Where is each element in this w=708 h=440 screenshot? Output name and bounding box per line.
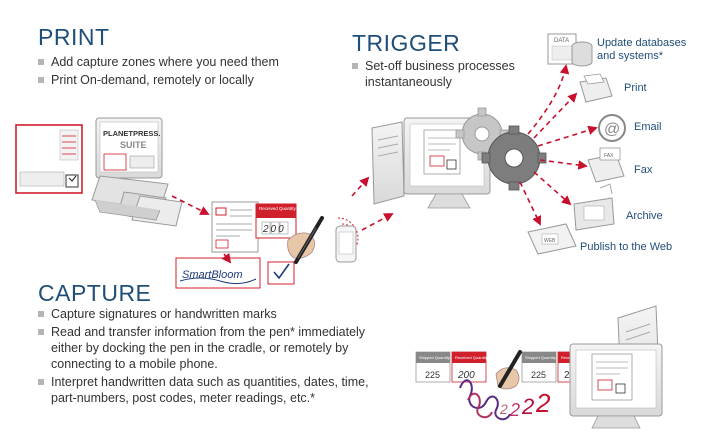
digital-pen-icon bbox=[287, 216, 324, 264]
shipped-quantity-label: Shipped Quantity bbox=[419, 355, 450, 360]
printed-form-icon bbox=[211, 201, 259, 253]
shipped-quantity-label-3: Shipped Quantity bbox=[525, 355, 556, 360]
arrow-to-archive bbox=[533, 171, 572, 206]
received-quantity-box: Received Quantity 200 bbox=[255, 203, 297, 239]
capture-bullets: Capture signatures or handwritten marks … bbox=[38, 306, 383, 408]
capture-bullet: Capture signatures or handwritten marks bbox=[38, 306, 383, 322]
print-bullet: Add capture zones where you need them bbox=[38, 54, 328, 70]
capture-heading: CAPTURE bbox=[38, 280, 152, 306]
product-name-line2: SUITE bbox=[120, 140, 147, 150]
arrow-to-print bbox=[533, 92, 578, 139]
label-print: Print bbox=[624, 82, 647, 94]
digital-pen-icon-2 bbox=[495, 350, 522, 390]
handwritten-digit: 2 bbox=[509, 400, 520, 420]
print-bullets: Add capture zones where you need them Pr… bbox=[38, 54, 328, 90]
print-heading: PRINT bbox=[38, 24, 110, 50]
label-email: Email bbox=[634, 121, 662, 133]
capture-bullet: Read and transfer information from the p… bbox=[38, 324, 383, 372]
handwritten-digit: 2 bbox=[521, 394, 534, 419]
capture-bullet: Interpret handwritten data such as quant… bbox=[38, 374, 383, 406]
print-bullet: Print On-demand, remotely or locally bbox=[38, 72, 328, 88]
at-symbol: @ bbox=[604, 121, 620, 138]
fax-icon: FAX bbox=[587, 147, 625, 183]
print-output-icon bbox=[579, 73, 613, 103]
mobile-phone-icon bbox=[335, 225, 357, 263]
arrow-to-database bbox=[527, 64, 570, 135]
received-quantity-label-2: Received Quantity bbox=[455, 355, 488, 360]
received-quantity-value-2: 200 bbox=[457, 370, 475, 381]
fax-label: FAX bbox=[604, 153, 614, 159]
received-quantity-label: Received Quantity bbox=[259, 206, 297, 211]
gear-icon bbox=[455, 107, 547, 191]
label-publish-web: Publish to the Web bbox=[580, 241, 673, 253]
product-name-line1: PLANETPRESS. bbox=[103, 129, 161, 138]
received-quantity-value: 200 bbox=[262, 224, 286, 235]
arrow-phone-to-server bbox=[361, 213, 394, 231]
handwritten-digit: 2 bbox=[499, 401, 508, 417]
arrow-to-email bbox=[537, 125, 598, 147]
archive-icon bbox=[573, 183, 615, 231]
arrow-print-to-form bbox=[171, 195, 210, 215]
trigger-bullet: Set-off business processes instantaneous… bbox=[352, 58, 542, 90]
shipped-quantity-value-3: 225 bbox=[531, 370, 546, 380]
label-fax: Fax bbox=[634, 164, 653, 176]
desktop-computer-icon bbox=[569, 305, 663, 429]
capture-zone-document bbox=[15, 124, 83, 194]
label-archive: Archive bbox=[626, 210, 663, 222]
arrow-to-web bbox=[519, 181, 542, 226]
shipped-quantity-value: 225 bbox=[425, 370, 440, 380]
trigger-heading: TRIGGER bbox=[352, 30, 461, 56]
data-label: DATA bbox=[554, 38, 569, 44]
arrow-trigger-to-server bbox=[351, 176, 370, 197]
arrow-form-to-signature bbox=[221, 252, 232, 264]
web-label: WEB bbox=[544, 238, 556, 244]
label-update-databases: Update databases and systems* bbox=[597, 37, 687, 62]
flow-arrows bbox=[171, 64, 598, 264]
database-icon: DATA bbox=[547, 33, 593, 67]
arrow-to-fax bbox=[539, 159, 588, 170]
shipped-quantity-box: Shipped Quantity 225 bbox=[415, 351, 451, 383]
signature-box: SmartBloom bbox=[175, 257, 295, 289]
printer-server-icon: PLANETPRESS. SUITE bbox=[91, 117, 183, 227]
handwriting-trail: 2 2 2 2 bbox=[459, 379, 551, 421]
handwritten-digit: 2 bbox=[535, 388, 551, 418]
email-icon: @ bbox=[598, 114, 626, 142]
web-publish-icon: WEB bbox=[527, 223, 577, 255]
trigger-bullets: Set-off business processes instantaneous… bbox=[352, 58, 542, 92]
shipped-quantity-box-3: Shipped Quantity 225 bbox=[521, 351, 557, 383]
received-quantity-box-2: Received Quantity 200 bbox=[451, 351, 488, 383]
